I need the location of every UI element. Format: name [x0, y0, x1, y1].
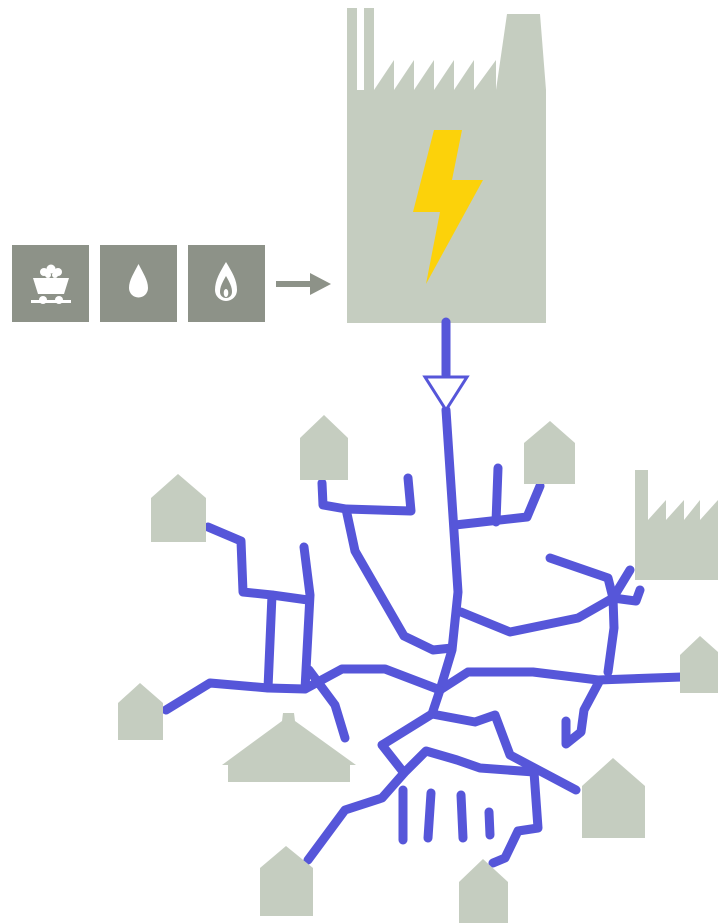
grid-line	[299, 542, 445, 695]
grid-line	[161, 678, 273, 715]
lightning-bolt-icon	[413, 130, 483, 284]
gas-tile	[188, 245, 265, 322]
power-plant	[347, 8, 546, 323]
grid-line	[267, 590, 313, 605]
coal-tile	[12, 245, 89, 322]
house-icon	[260, 846, 313, 916]
grid-line	[427, 685, 581, 795]
large-building-icon	[222, 713, 356, 782]
main-trunk-line	[435, 405, 463, 695]
house-icon	[151, 474, 206, 542]
feeder-arrow-head	[422, 375, 470, 413]
distribution-grid	[161, 317, 687, 868]
house-icon	[459, 859, 508, 923]
consumers	[118, 415, 718, 923]
house-icon	[300, 415, 348, 480]
house-icon	[582, 758, 645, 838]
mine-cart-icon	[31, 264, 71, 304]
grid-line	[399, 746, 539, 778]
grid-line	[341, 473, 416, 516]
factory-icon	[635, 470, 718, 580]
oil-drop-icon	[129, 264, 148, 298]
gas-flame-icon	[215, 262, 237, 301]
grid-line	[423, 788, 436, 843]
grid-line	[456, 565, 635, 637]
grid-line	[603, 593, 619, 677]
fuel-to-plant-arrow	[276, 273, 331, 295]
grid-line	[488, 767, 543, 868]
house-icon	[118, 683, 163, 740]
grid-line	[545, 553, 618, 603]
house-icon	[680, 636, 718, 693]
grid-line	[561, 675, 605, 749]
grid-line	[303, 709, 437, 865]
grid-line	[317, 478, 457, 655]
grid-line	[491, 463, 503, 527]
grid-line	[435, 667, 687, 695]
grid-line	[608, 585, 645, 606]
grid-line	[484, 807, 495, 840]
grid-line	[203, 522, 310, 694]
oil-tile	[100, 245, 177, 322]
fuel-inputs	[12, 245, 331, 322]
grid-line	[450, 481, 545, 530]
grid-line	[456, 790, 468, 843]
grid-line	[304, 665, 350, 743]
house-icon	[524, 421, 575, 484]
